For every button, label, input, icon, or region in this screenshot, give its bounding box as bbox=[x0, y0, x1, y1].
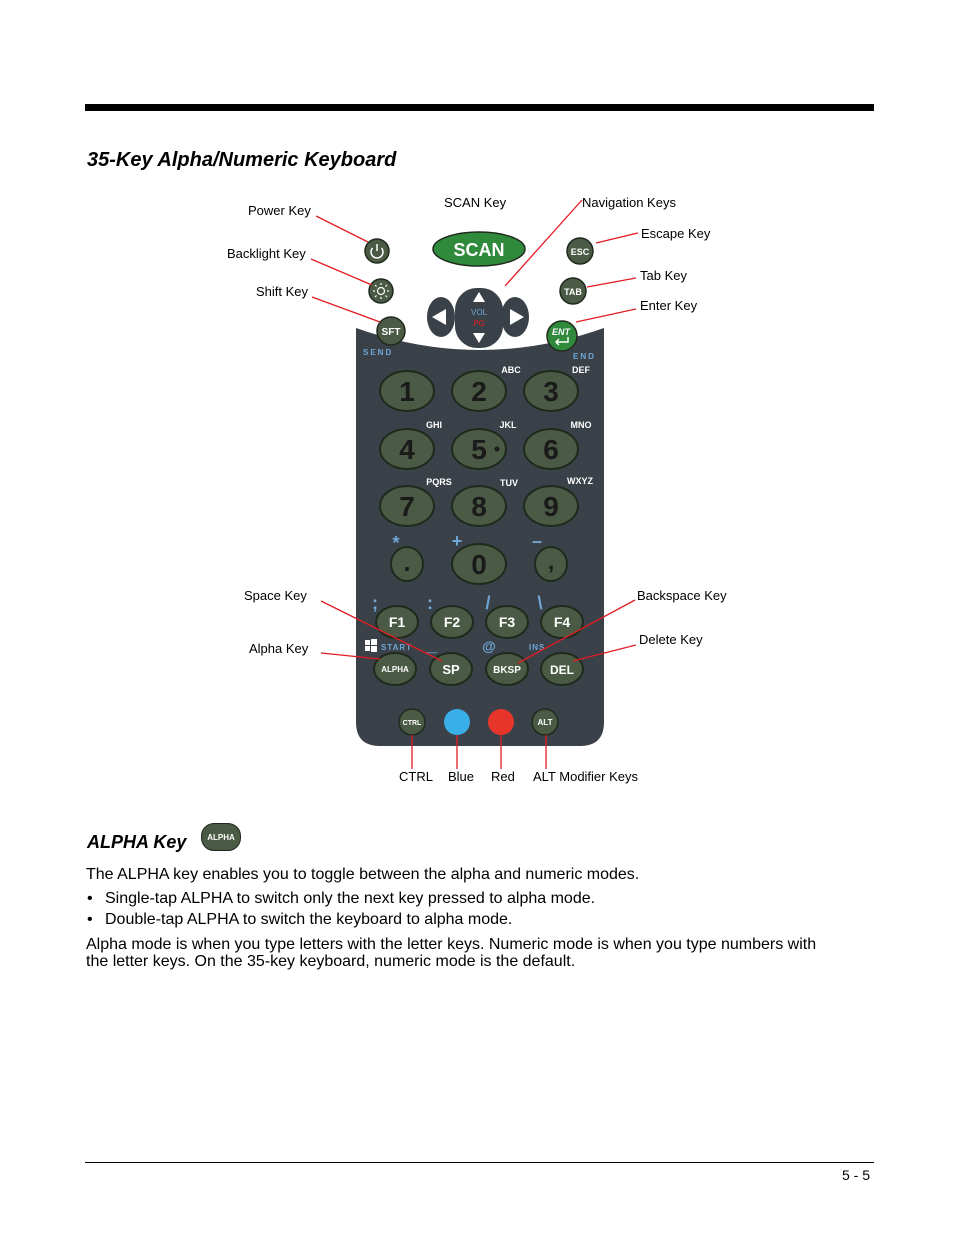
alpha-closing-line-1: Alpha mode is when you type letters with… bbox=[86, 936, 816, 953]
escape-key: ESC bbox=[567, 238, 593, 264]
svg-text:F4: F4 bbox=[554, 614, 571, 630]
keyboard-diagram: SFT SCAN ESC TAB ENT VOL PG SEND END bbox=[0, 0, 954, 820]
alpha-closing-line-2: the letter keys. On the 35-key keyboard,… bbox=[86, 953, 575, 970]
svg-text:SCAN: SCAN bbox=[453, 240, 504, 260]
svg-text:*: * bbox=[392, 533, 399, 553]
label-scan-key: SCAN Key bbox=[444, 195, 506, 210]
svg-text:GHI: GHI bbox=[426, 420, 442, 430]
svg-text:F2: F2 bbox=[444, 614, 461, 630]
label-backspace-key: Backspace Key bbox=[637, 588, 727, 603]
shift-key: SFT bbox=[377, 317, 405, 345]
key-0: 0 bbox=[471, 549, 487, 580]
svg-text:\: \ bbox=[537, 593, 542, 613]
label-delete-key: Delete Key bbox=[639, 632, 703, 647]
label-navigation-keys: Navigation Keys bbox=[582, 195, 676, 210]
tab-key: TAB bbox=[560, 278, 586, 304]
label-blue: Blue bbox=[448, 769, 474, 784]
svg-text:–: – bbox=[532, 531, 542, 551]
svg-text:;: ; bbox=[372, 593, 378, 613]
key-comma: , bbox=[548, 549, 554, 574]
svg-text:_: _ bbox=[426, 635, 438, 655]
list-item: Double-tap ALPHA to switch the keyboard … bbox=[86, 911, 595, 928]
send-label: SEND bbox=[363, 348, 393, 357]
svg-text:TAB: TAB bbox=[564, 287, 582, 297]
key-7: 7 bbox=[399, 491, 415, 522]
key-9: 9 bbox=[543, 491, 559, 522]
label-shift-key: Shift Key bbox=[256, 284, 308, 299]
key-1: 1 bbox=[399, 376, 415, 407]
svg-text:JKL: JKL bbox=[499, 420, 517, 430]
svg-text:CTRL: CTRL bbox=[403, 720, 422, 727]
page-number: 5 - 5 bbox=[842, 1167, 870, 1183]
list-item: Single-tap ALPHA to switch only the next… bbox=[86, 890, 595, 907]
svg-text:SFT: SFT bbox=[382, 327, 401, 338]
alpha-key-icon: ALPHA bbox=[201, 823, 241, 851]
bottom-rule bbox=[85, 1162, 874, 1163]
label-space-key: Space Key bbox=[244, 588, 307, 603]
svg-text:+: + bbox=[452, 531, 463, 551]
svg-text:PQRS: PQRS bbox=[426, 477, 452, 487]
svg-text:INS: INS bbox=[529, 643, 545, 652]
key-2: 2 bbox=[471, 376, 487, 407]
svg-text:F1: F1 bbox=[389, 614, 406, 630]
svg-text:SP: SP bbox=[442, 662, 460, 677]
key-4: 4 bbox=[399, 434, 415, 465]
svg-text:DEF: DEF bbox=[572, 365, 591, 375]
svg-text:PG: PG bbox=[473, 319, 485, 328]
backlight-key bbox=[369, 279, 393, 303]
key-3: 3 bbox=[543, 376, 559, 407]
alpha-bullet-list: Single-tap ALPHA to switch only the next… bbox=[86, 890, 595, 932]
alpha-intro: The ALPHA key enables you to toggle betw… bbox=[86, 866, 639, 883]
key-6: 6 bbox=[543, 434, 559, 465]
label-backlight-key: Backlight Key bbox=[227, 246, 306, 261]
svg-text::: : bbox=[427, 593, 433, 613]
label-alt-modifier-keys: ALT Modifier Keys bbox=[533, 769, 638, 784]
svg-text:MNO: MNO bbox=[571, 420, 592, 430]
svg-text:BKSP: BKSP bbox=[493, 665, 521, 676]
label-escape-key: Escape Key bbox=[641, 226, 710, 241]
svg-text:DEL: DEL bbox=[550, 663, 574, 677]
label-red: Red bbox=[491, 769, 515, 784]
svg-text:WXYZ: WXYZ bbox=[567, 476, 594, 486]
svg-text:ABC: ABC bbox=[501, 365, 521, 375]
navigation-keys: VOL PG bbox=[427, 288, 529, 348]
svg-text:ENT: ENT bbox=[552, 327, 572, 337]
scan-key: SCAN bbox=[433, 232, 525, 266]
label-alpha-key: Alpha Key bbox=[249, 641, 308, 656]
svg-text:ESC: ESC bbox=[571, 247, 590, 257]
label-tab-key: Tab Key bbox=[640, 268, 687, 283]
alpha-section-title: ALPHA Key bbox=[87, 832, 186, 853]
svg-text:TUV: TUV bbox=[500, 478, 518, 488]
power-key bbox=[365, 239, 389, 263]
svg-text:/: / bbox=[485, 593, 490, 613]
key-8: 8 bbox=[471, 491, 487, 522]
label-enter-key: Enter Key bbox=[640, 298, 697, 313]
label-power-key: Power Key bbox=[248, 203, 311, 218]
svg-text:ALPHA: ALPHA bbox=[381, 665, 409, 674]
svg-text:F3: F3 bbox=[499, 614, 516, 630]
svg-text:ALT: ALT bbox=[538, 718, 553, 727]
svg-text:@: @ bbox=[482, 638, 496, 654]
svg-text:VOL: VOL bbox=[471, 308, 488, 317]
end-label: END bbox=[573, 352, 596, 361]
key-5: 5 bbox=[471, 434, 487, 465]
label-ctrl: CTRL bbox=[399, 769, 433, 784]
enter-key: ENT bbox=[547, 321, 577, 351]
key-dot: . bbox=[403, 547, 410, 577]
